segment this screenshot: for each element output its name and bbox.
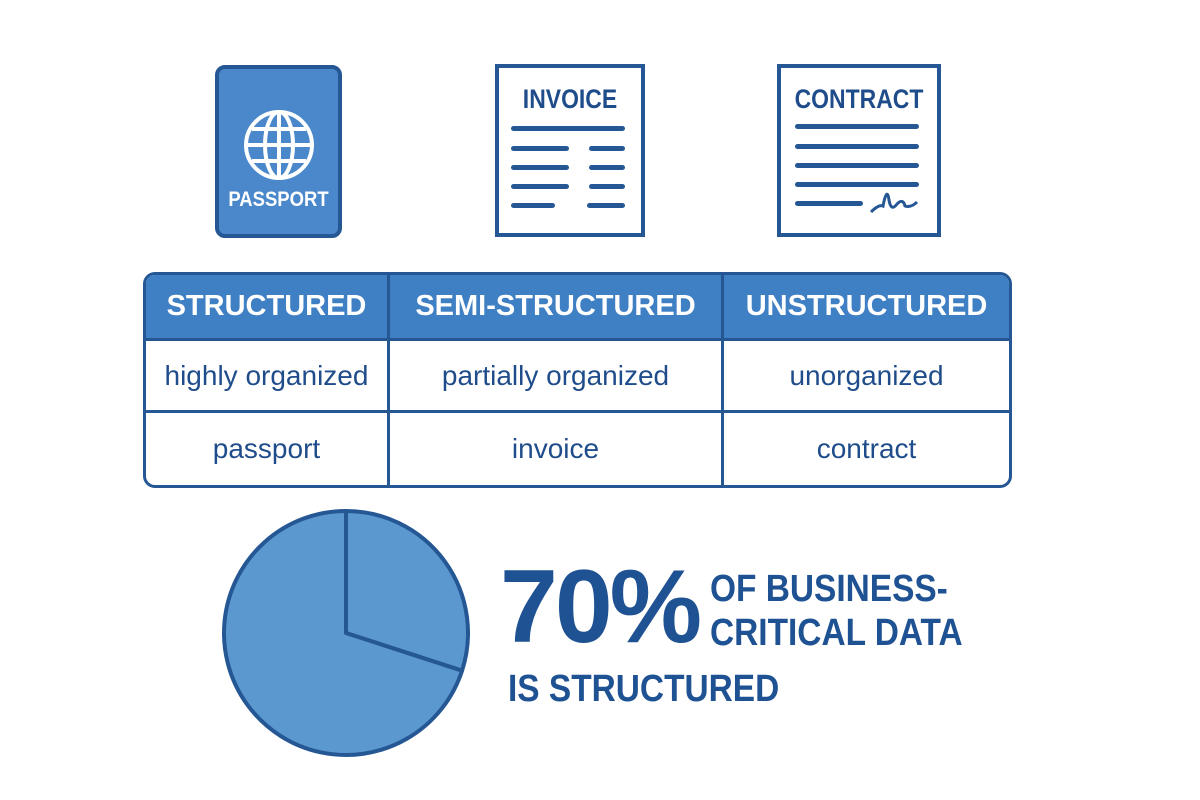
- table-cell: invoice: [390, 413, 725, 485]
- pie-slice: [222, 509, 465, 757]
- invoice-icon: INVOICE: [495, 64, 645, 237]
- table-cell: highly organized: [146, 341, 390, 413]
- stat-line-1: OF BUSINESS-: [710, 568, 948, 610]
- header-structured: STRUCTURED: [146, 275, 390, 341]
- stat-line-2: CRITICAL DATA: [710, 612, 963, 654]
- passport-icon: PASSPORT: [215, 65, 342, 238]
- table-row: passport invoice contract: [146, 413, 1009, 485]
- data-types-table: STRUCTURED SEMI-STRUCTURED UNSTRUCTURED …: [143, 272, 1012, 488]
- stat-line-3: IS STRUCTURED: [508, 668, 780, 710]
- table-row: highly organized partially organized uno…: [146, 341, 1009, 413]
- table-cell: unorganized: [724, 341, 1009, 413]
- passport-label: PASSPORT: [228, 188, 329, 211]
- globe-icon: [244, 110, 314, 180]
- invoice-label: INVOICE: [522, 84, 618, 114]
- header-unstructured: UNSTRUCTURED: [724, 275, 1009, 341]
- pie-slice: [344, 509, 470, 673]
- table-cell: contract: [816, 433, 917, 464]
- pie-chart: [222, 509, 470, 757]
- signature-icon: [869, 192, 919, 214]
- contract-icon: CONTRACT: [777, 64, 941, 237]
- table-cell: partially organized: [389, 341, 725, 413]
- table-cell: passport: [146, 413, 390, 485]
- header-semi-structured: SEMI-STRUCTURED: [389, 275, 725, 341]
- stat-value: 70%: [500, 549, 702, 665]
- contract-label: CONTRACT: [794, 84, 924, 114]
